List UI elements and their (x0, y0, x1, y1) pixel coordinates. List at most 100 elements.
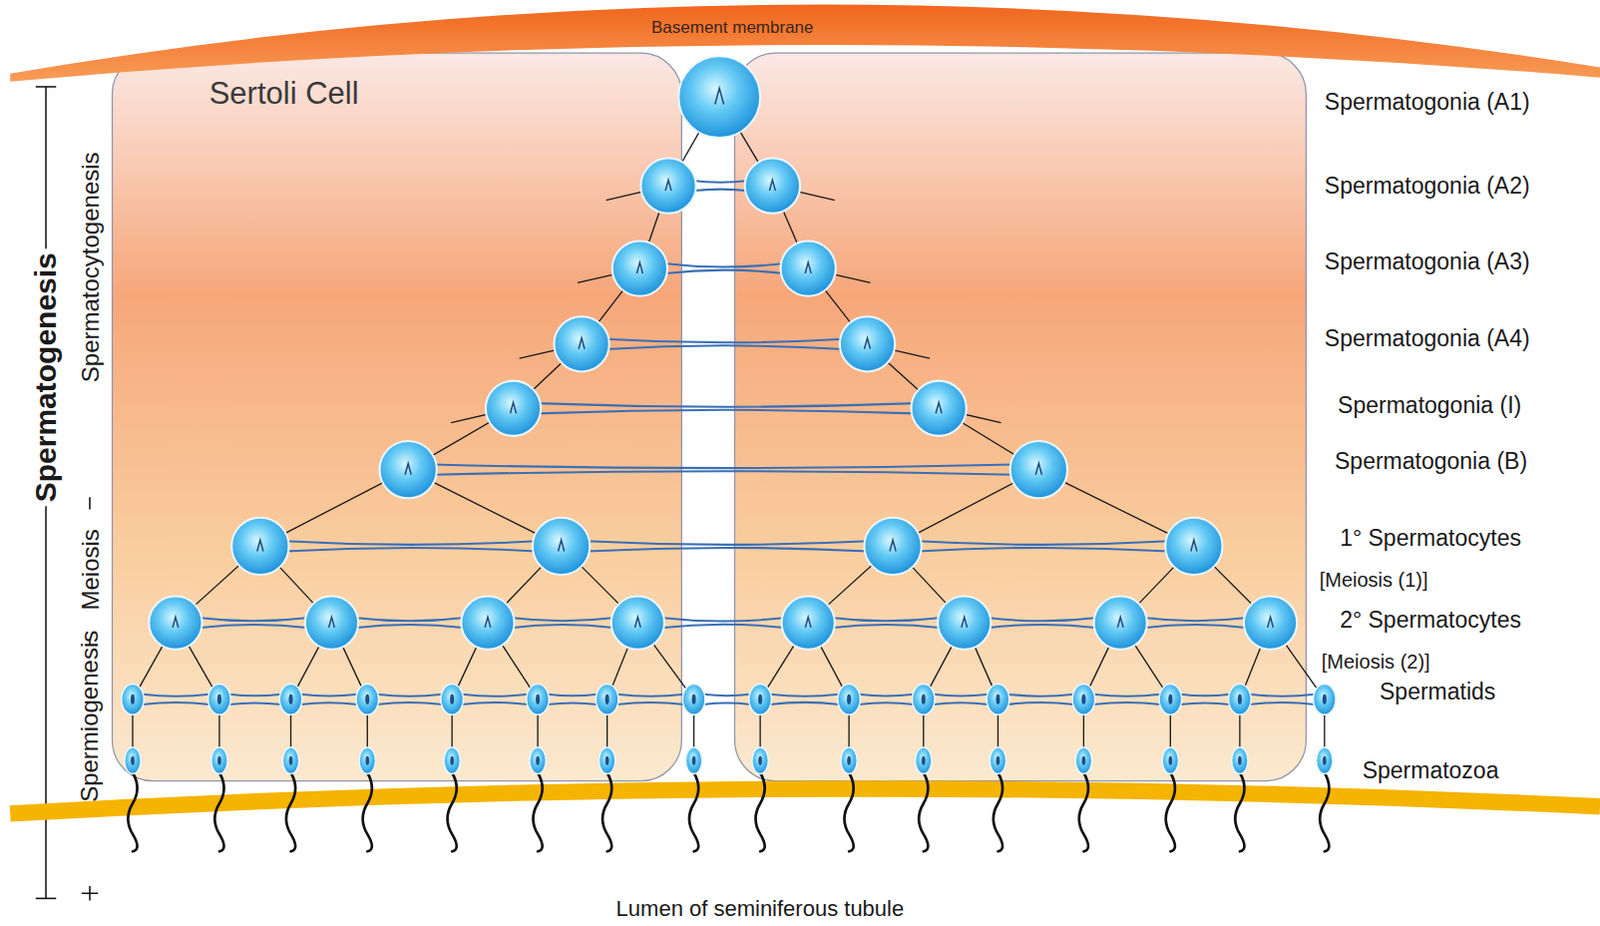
cytoplasmic-bridge (229, 694, 282, 705)
cytoplasmic-bridge (605, 339, 844, 350)
sperm-tail (363, 773, 373, 852)
germ-cell (380, 440, 437, 498)
chromosome-mark (449, 756, 454, 766)
cytoplasmic-bridge (1093, 694, 1162, 705)
membrane-outline (0, 0, 1600, 84)
sperm-tail (1319, 773, 1329, 852)
germ-cell (612, 240, 668, 296)
cytoplasmic-bridge (142, 694, 211, 705)
chromosome-mark (921, 694, 926, 705)
chromosome-mark (758, 694, 763, 705)
spermatid-cell (1072, 684, 1096, 716)
chromosome-mark (889, 539, 896, 551)
phase-label: Spermatocytogenesis (75, 151, 104, 383)
sperm-tail (918, 773, 928, 852)
spermatid-cell (1228, 684, 1252, 716)
cytoplasmic-bridge (1143, 617, 1248, 628)
cytoplasmic-bridge (461, 694, 529, 705)
chromosome-mark (1237, 694, 1242, 705)
chromosome-mark (692, 756, 697, 766)
germ-cell (485, 381, 541, 436)
chromosome-mark (288, 694, 293, 705)
sperm-head (282, 747, 299, 775)
germ-cell (781, 240, 836, 296)
chromosome-mark (1237, 756, 1242, 766)
chromosome-mark (217, 694, 222, 705)
chromosome-mark (636, 262, 643, 274)
chromosome-mark (921, 756, 926, 766)
germ-cell (782, 596, 835, 650)
node-text: Sertoli Cell (209, 75, 360, 112)
chromosome-mark (1035, 463, 1042, 475)
chromosome-mark (1322, 756, 1327, 766)
cytoplasmic-bridge (692, 180, 750, 191)
germ-cell (839, 316, 895, 372)
germ-cell (1243, 596, 1297, 650)
cytoplasmic-bridge (585, 540, 869, 551)
sperm-head (752, 747, 769, 775)
node-text: Basement membrane (651, 17, 814, 38)
stage-label: Spermatids (1379, 678, 1496, 705)
cytoplasmic-bridge (300, 694, 359, 705)
sperm-head (915, 747, 932, 775)
chromosome-mark (715, 87, 725, 104)
chromosome-mark (130, 756, 135, 766)
spermatid-cell (279, 684, 303, 716)
germ-cell (553, 316, 609, 372)
germ-cell (460, 596, 514, 650)
chromosome-mark (1267, 616, 1274, 627)
chromosome-mark (1191, 539, 1198, 551)
bracket-tick (35, 85, 56, 88)
sperm-head (359, 747, 376, 775)
chromosome-mark (665, 179, 672, 191)
cytoplasmic-bridge (536, 402, 916, 413)
spermatid-cell (1159, 684, 1183, 716)
sperm-head (685, 747, 702, 775)
chromosome-mark (1168, 694, 1173, 705)
stage-label: Spermatozoa (1362, 757, 1500, 784)
sperm-tail (532, 773, 542, 852)
sperm-head (211, 747, 228, 775)
spermatid-cell (1313, 684, 1337, 716)
germ-cell (678, 55, 761, 138)
spermatid-cell (208, 684, 232, 716)
chromosome-mark (1081, 694, 1086, 705)
phase-label: Spermatogenesis (28, 248, 64, 506)
chromosome-mark (935, 401, 942, 413)
germ-cell (640, 158, 696, 214)
cytoplasmic-bridge (616, 694, 685, 705)
sperm-tail (602, 773, 612, 852)
membrane-band (9, 4, 1600, 82)
sperm-tail (756, 773, 766, 852)
cytoplasmic-bridge (830, 617, 942, 628)
sperm-tail (447, 773, 457, 852)
chromosome-mark (995, 694, 1000, 705)
germ-cell (911, 381, 967, 436)
sperm-head (1075, 747, 1092, 775)
stage-label: 2° Spermatocytes (1339, 606, 1522, 633)
chromosome-mark (692, 694, 697, 705)
germ-cell (937, 596, 991, 650)
phase-label: Spermiogenesis (75, 630, 104, 802)
cytoplasmic-bridge (660, 617, 787, 628)
chromosome-mark (404, 463, 411, 475)
chromosome-mark (365, 756, 370, 766)
chromosome-mark (558, 539, 565, 551)
spermatid-cell (749, 684, 773, 716)
cytoplasmic-bridge (1180, 694, 1230, 705)
sperm-head (989, 747, 1006, 775)
chromosome-mark (1168, 756, 1173, 766)
germ-cell (231, 517, 289, 575)
stage-label: Spermatogonia (A2) (1324, 172, 1531, 199)
stage-label: Spermatogonia (A1) (1324, 88, 1531, 115)
spermatid-cell (526, 684, 550, 716)
cytoplasmic-bridge (1007, 694, 1075, 705)
germ-cell (305, 596, 359, 650)
sperm-tail (843, 773, 853, 852)
chromosome-mark (846, 756, 851, 766)
germ-cell (1094, 596, 1148, 650)
spermatid-cell (595, 684, 619, 716)
germ-cell (532, 517, 590, 575)
chromosome-mark (864, 338, 871, 350)
